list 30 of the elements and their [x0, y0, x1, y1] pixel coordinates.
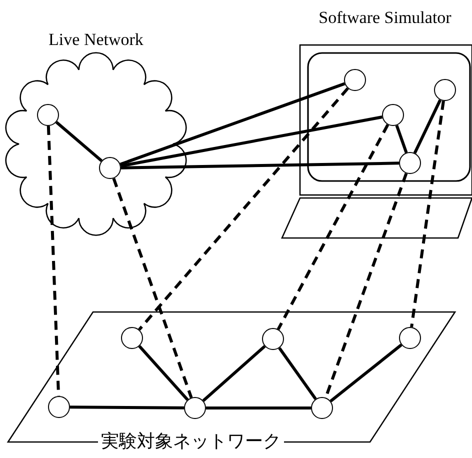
link-line — [330, 344, 402, 402]
network-node-circle — [37, 104, 59, 126]
network-node-circle — [184, 397, 206, 419]
link-line — [120, 116, 382, 168]
network-node-circle — [399, 327, 421, 349]
link-line — [120, 82, 346, 166]
link-line — [413, 99, 442, 154]
link-line — [395, 124, 408, 154]
link-line — [278, 347, 317, 400]
network-node-circle — [399, 152, 421, 174]
network-node-circle — [99, 157, 121, 179]
network-label: Live Network — [48, 30, 144, 50]
network-label: Software Simulator — [318, 8, 452, 28]
link-line — [120, 162, 400, 170]
link-line — [206, 406, 311, 410]
link-line — [55, 121, 103, 162]
dashed-link-line — [410, 100, 445, 328]
dashed-link-line — [112, 178, 193, 398]
network-node-circle — [262, 328, 284, 350]
link-line — [138, 345, 189, 401]
dashed-link-line — [276, 124, 390, 330]
network-node-circle — [434, 79, 456, 101]
network-node-circle — [344, 69, 366, 91]
network-node-circle — [311, 397, 333, 419]
network-node-circle — [48, 396, 70, 418]
network-node-circle — [382, 104, 404, 126]
link-line — [202, 345, 266, 402]
dashed-link-line — [138, 87, 349, 331]
link-line — [70, 406, 184, 410]
network-node-circle — [121, 327, 143, 349]
